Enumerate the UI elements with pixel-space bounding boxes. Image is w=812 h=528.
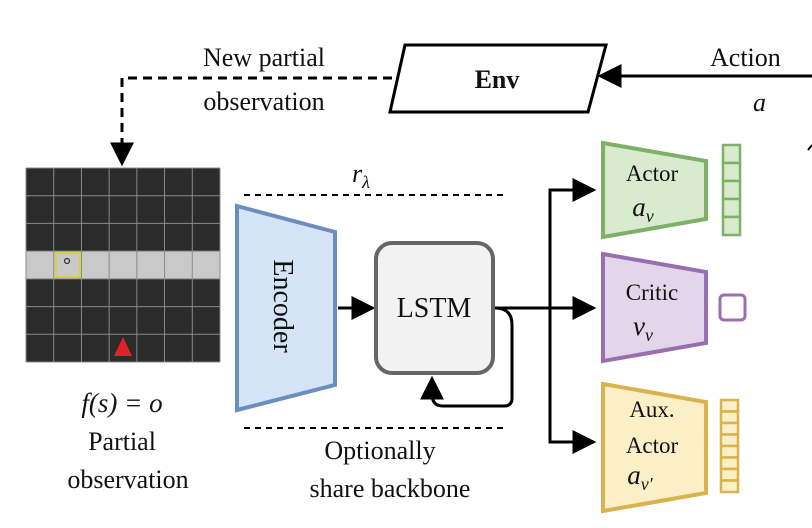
aux-actor-output-cell — [719, 433, 740, 448]
aux-actor-output-cell — [719, 398, 740, 413]
observation-caption-line1: Partial — [88, 427, 156, 456]
actor-output-cell — [721, 161, 742, 183]
actor-output-cell — [721, 215, 742, 237]
agent-target-box — [55, 252, 81, 278]
partial-observation-grid — [25, 167, 221, 363]
aux-actor-output-cell — [719, 421, 740, 436]
aux-actor-head — [601, 381, 708, 514]
aux-actor-output-cell — [719, 410, 740, 425]
encoder-block — [235, 203, 337, 413]
env-box — [388, 43, 608, 114]
env-label: Env — [475, 65, 520, 94]
to-aux-actor-arrow — [548, 308, 597, 454]
r-lambda-label: rλ — [352, 159, 370, 192]
action-label: Action — [710, 43, 781, 72]
grid-lines — [25, 167, 221, 363]
to-actor-arrow — [548, 178, 597, 308]
encoder-label: Encoder — [267, 259, 298, 353]
lstm-block — [374, 241, 495, 375]
actor-symbol: aν — [632, 192, 654, 226]
agent-marker — [114, 337, 132, 356]
corridor — [26, 251, 220, 279]
actor-head — [601, 140, 708, 240]
aux-actor-output-cell — [719, 479, 740, 494]
cropped-arrow-fragment — [807, 144, 812, 151]
share-backbone-line1: Optionally — [324, 436, 435, 465]
lstm-recurrent-arrow — [420, 306, 514, 408]
actor-output-vector — [721, 143, 742, 237]
aux-actor-symbol: aν′ — [627, 460, 653, 494]
critic-symbol: vν — [633, 311, 653, 345]
aux-actor-output-cell — [719, 444, 740, 459]
lstm-label: LSTM — [397, 293, 472, 324]
new-observation-line2: observation — [203, 87, 324, 116]
aux-actor-output-cell — [719, 467, 740, 482]
critic-output-value — [718, 293, 747, 322]
actor-output-cell — [721, 179, 742, 201]
share-backbone-line2: share backbone — [310, 474, 471, 503]
new-observation-line1: New partial — [203, 43, 325, 72]
aux-actor-title-line2: Actor — [626, 433, 679, 458]
actor-output-cell — [721, 143, 742, 165]
actor-title: Actor — [626, 161, 679, 186]
observation-formula: f(s) = o — [81, 388, 162, 418]
aux-actor-title-line1: Aux. — [629, 397, 674, 422]
aux-actor-output-cell — [719, 456, 740, 471]
action-symbol: a — [753, 88, 766, 117]
aux-actor-output-vector — [719, 398, 740, 494]
critic-head — [601, 251, 708, 364]
observation-caption-line2: observation — [67, 465, 188, 494]
agent-target-dot — [63, 257, 71, 265]
actor-output-cell — [721, 197, 742, 219]
critic-title: Critic — [626, 280, 678, 305]
new-observation-arrow — [110, 76, 392, 167]
